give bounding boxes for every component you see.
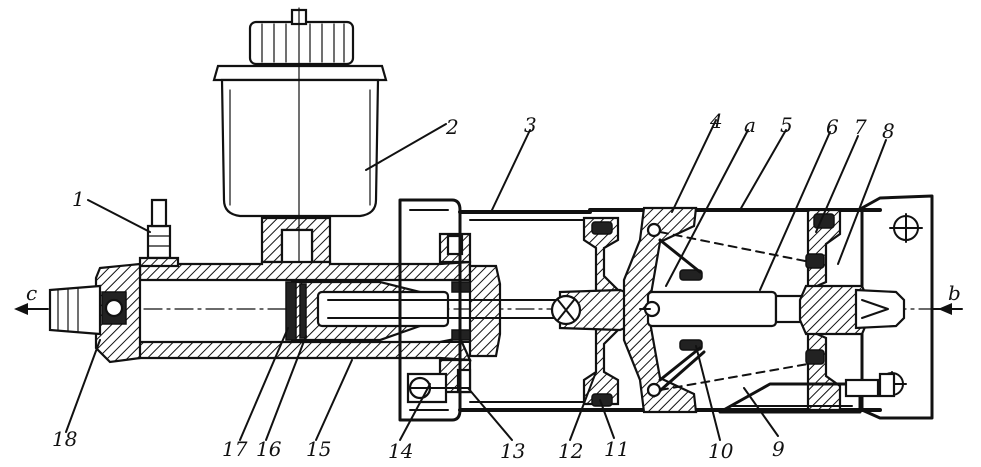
part-label-a: a xyxy=(744,113,756,137)
part-label-1: 1 xyxy=(72,187,85,211)
part-label-6: 6 xyxy=(826,115,839,139)
part-label-2: 2 xyxy=(445,115,459,139)
part-label-13: 13 xyxy=(500,439,525,463)
part-label-4: 4 xyxy=(709,109,723,133)
part-label-3: 3 xyxy=(524,113,537,137)
leader-lines xyxy=(65,119,887,441)
part-label-7: 7 xyxy=(854,115,867,139)
part-labels: 1 2 3 4 a 5 6 7 8 9 10 11 12 13 14 15 16… xyxy=(26,109,961,463)
diaphragm-plate xyxy=(550,216,642,407)
part-label-18: 18 xyxy=(52,427,77,451)
part-label-8: 8 xyxy=(882,119,895,143)
part-label-5: 5 xyxy=(780,113,793,137)
piston xyxy=(285,280,561,342)
part-label-17: 17 xyxy=(222,437,248,461)
part-label-15: 15 xyxy=(306,437,331,461)
axis-label-b: b xyxy=(948,281,961,305)
vacuum-booster-housing xyxy=(398,194,934,422)
part-label-14: 14 xyxy=(388,439,413,463)
part-label-9: 9 xyxy=(772,437,785,461)
part-label-11: 11 xyxy=(604,437,629,461)
part-label-10: 10 xyxy=(708,439,734,463)
cylinder-body xyxy=(48,198,502,394)
control-valve-body xyxy=(622,206,808,414)
fluid-reservoir xyxy=(212,7,388,291)
part-label-16: 16 xyxy=(256,437,282,461)
axis-label-c: c xyxy=(26,281,37,305)
part-label-12: 12 xyxy=(558,439,583,463)
